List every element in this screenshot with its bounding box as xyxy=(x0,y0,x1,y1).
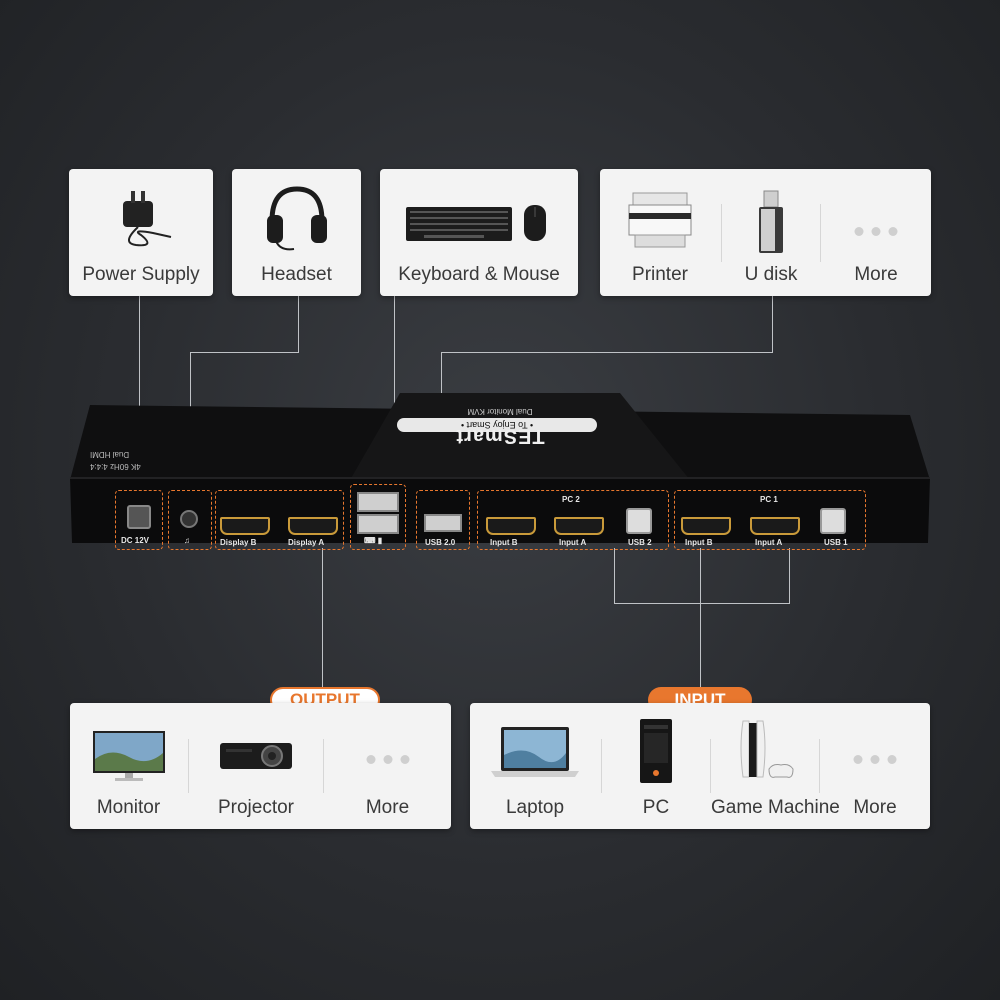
device-side-label-2: 4K 60Hz 4:4:4 xyxy=(90,462,141,471)
port-box-usb-hid xyxy=(350,484,406,550)
wire-output xyxy=(322,548,323,688)
printer-icon xyxy=(628,192,692,248)
projector-label: Projector xyxy=(217,797,295,818)
usb20-label: USB 2.0 xyxy=(425,538,456,547)
usb-drive-icon xyxy=(759,190,783,253)
card-peripherals: Printer U disk More xyxy=(600,169,931,296)
hdmi-port xyxy=(486,517,536,535)
dc-jack xyxy=(127,505,151,529)
cell-projector: Projector xyxy=(189,703,323,829)
usb2-label: USB 2 xyxy=(628,538,652,547)
cell-laptop: Laptop xyxy=(470,703,600,829)
separator xyxy=(323,739,324,793)
wire-headset xyxy=(190,296,299,353)
pc2-label: PC 2 xyxy=(562,495,580,504)
keyboard-mouse-icon xyxy=(406,205,546,241)
wire-power xyxy=(139,296,140,492)
power-supply-label: Power Supply xyxy=(82,264,200,285)
printer-label: Printer xyxy=(632,264,688,285)
cell-more-top: More xyxy=(821,169,931,296)
projector-icon xyxy=(220,743,292,769)
cell-more-output: More xyxy=(324,703,451,829)
game-machine-label: Game Machine xyxy=(711,797,840,818)
card-keyboard-mouse: Keyboard & Mouse xyxy=(380,169,578,296)
more-dots-icon xyxy=(854,227,898,236)
more-output-label: More xyxy=(365,797,410,818)
pc-label: PC xyxy=(642,797,670,818)
usb-b-port xyxy=(820,508,846,534)
hdmi-port xyxy=(750,517,800,535)
device-model: Dual Monitor KVM xyxy=(467,407,533,416)
port-box-pc1 xyxy=(674,490,866,550)
pc-tower-icon xyxy=(640,719,672,783)
pc2-input-a-label: Input A xyxy=(559,538,587,547)
pc1-input-b-label: Input B xyxy=(685,538,713,547)
separator xyxy=(601,739,602,793)
usb-b-port xyxy=(626,508,652,534)
card-headset: Headset xyxy=(232,169,361,296)
monitor-label: Monitor xyxy=(96,797,161,818)
pc1-label: PC 1 xyxy=(760,495,778,504)
wire-printer xyxy=(441,296,773,353)
hdmi-port xyxy=(554,517,604,535)
port-box-display xyxy=(215,490,344,550)
display-b-label: Display B xyxy=(220,538,257,547)
cell-game-machine: Game Machine xyxy=(711,703,840,829)
u-disk-label: U disk xyxy=(744,264,798,285)
more-input-label: More xyxy=(853,797,897,818)
power-adapter-icon xyxy=(123,191,172,247)
display-a-label: Display A xyxy=(288,538,325,547)
headset-label: Headset xyxy=(261,264,332,285)
separator xyxy=(721,204,722,262)
usb-a-port xyxy=(357,514,399,534)
cell-u-disk: U disk xyxy=(722,169,820,296)
keyboard-mouse-label: Keyboard & Mouse xyxy=(398,264,560,285)
usb-a-port xyxy=(424,514,462,532)
cell-printer: Printer xyxy=(600,169,720,296)
dc-label: DC 12V xyxy=(121,536,150,545)
pc1-input-a-label: Input A xyxy=(755,538,783,547)
wire-input-bracket xyxy=(614,548,790,604)
keyboard-mouse-symbol-icon: ⌨ ▮ xyxy=(364,536,383,545)
wire-keyboard xyxy=(394,296,395,492)
laptop-icon xyxy=(491,727,579,777)
cell-monitor: Monitor xyxy=(70,703,187,829)
card-output-devices: Monitor Projector More xyxy=(70,703,451,829)
port-box-pc2 xyxy=(477,490,669,550)
laptop-label: Laptop xyxy=(505,797,565,818)
more-label: More xyxy=(854,264,898,285)
headset-icon xyxy=(266,186,327,251)
card-power-supply: Power Supply xyxy=(69,169,213,296)
kvm-switch xyxy=(70,393,930,543)
port-box-audio xyxy=(168,490,212,550)
more-dots-icon xyxy=(853,755,897,764)
port-box-usb20 xyxy=(416,490,470,550)
hdmi-port xyxy=(288,517,338,535)
audio-jack xyxy=(180,510,198,528)
device-brand: TESmart xyxy=(455,425,545,447)
device-side-label-1: Dual HDMI xyxy=(90,450,130,459)
more-dots-icon xyxy=(366,755,409,764)
card-input-devices: Laptop PC Game Machine More xyxy=(470,703,930,829)
cell-more-input: More xyxy=(820,703,930,829)
hdmi-port xyxy=(220,517,270,535)
hdmi-port xyxy=(681,517,731,535)
usb-a-port xyxy=(357,492,399,512)
cell-pc: PC xyxy=(602,703,710,829)
separator xyxy=(820,204,821,262)
game-console-icon xyxy=(740,720,794,778)
usb1-label: USB 1 xyxy=(824,538,848,547)
headphone-symbol-icon: ♫ xyxy=(184,536,190,545)
port-box-dc xyxy=(115,490,163,550)
separator xyxy=(819,739,820,793)
wire-input xyxy=(700,548,701,688)
separator xyxy=(188,739,189,793)
pc2-input-b-label: Input B xyxy=(490,538,518,547)
separator xyxy=(710,739,711,793)
monitor-icon xyxy=(92,731,165,781)
